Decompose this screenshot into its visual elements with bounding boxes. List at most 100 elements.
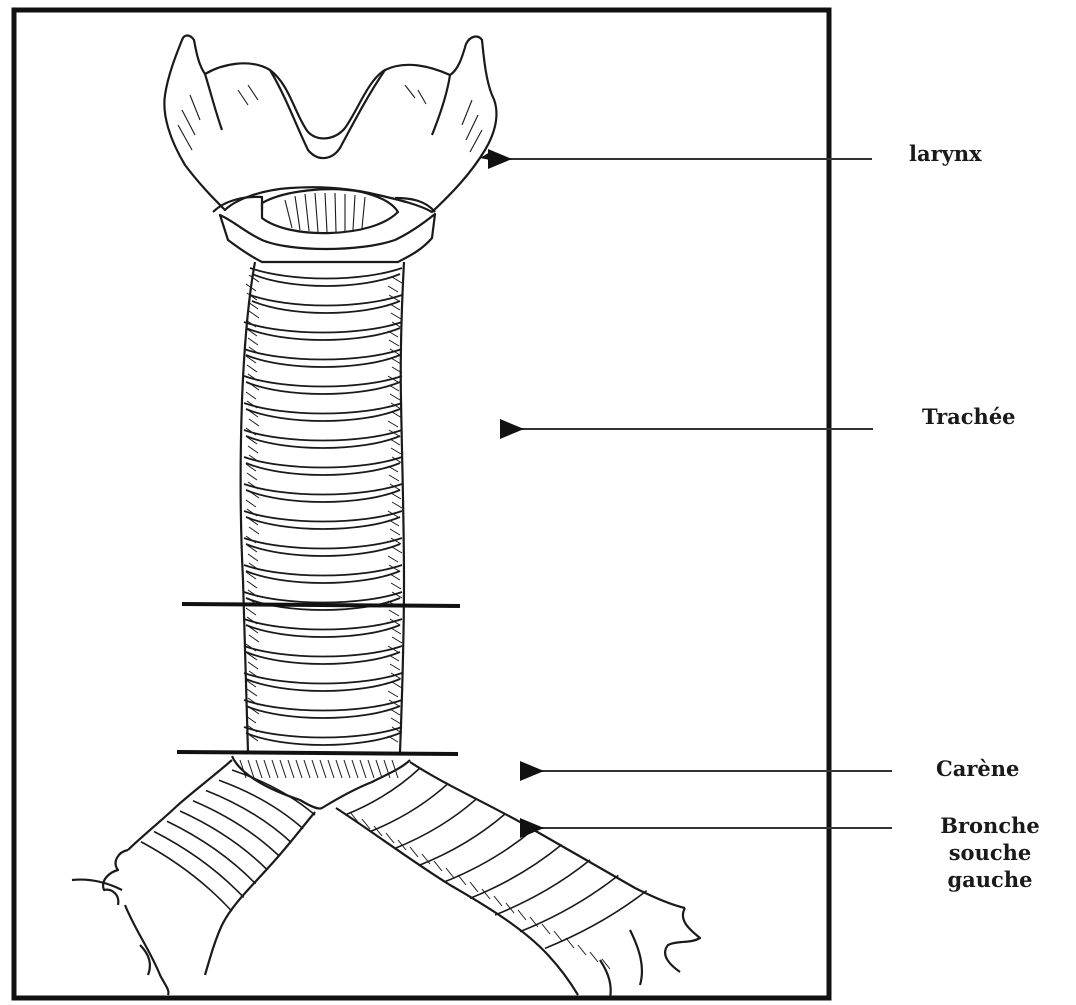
bronchial-ring [545,891,647,949]
tracheal-ring [244,403,402,414]
hatch-stroke [247,689,257,696]
tracheal-ring [244,430,402,441]
hatch-stroke [566,938,574,948]
hatch-stroke [248,338,258,345]
hatch-stroke [390,709,400,715]
hatch-stroke [392,682,402,688]
hatch-stroke [389,655,399,661]
hatch-stroke [388,421,398,427]
bronchial-ring [180,811,268,870]
tracheal-ring-edge [246,409,400,421]
hatch-stroke [248,446,258,453]
larynx-illustration [164,36,496,263]
bronchial-ring [345,768,420,815]
hatch-stroke [391,583,401,589]
hatch-stroke [410,847,418,857]
left-main-bronchus-label: Bronche souche gauche [934,812,1046,893]
hatch-stroke [249,527,259,534]
hatch-stroke [390,574,400,580]
hatch-stroke [386,833,394,843]
hatch-stroke [246,392,256,399]
hatch-stroke [389,340,399,346]
tracheal-ring [244,484,402,495]
hatch-stroke [391,628,401,634]
hatch-stroke [391,718,401,724]
tracheal-ring [244,646,402,657]
bronchial-rings [141,768,647,948]
left-main-bronchus-label-line-1: Bronche [934,812,1046,839]
hatch-stroke [389,385,399,391]
hatch-stroke [368,760,374,778]
tracheal-ring [250,268,402,279]
hatch-stroke [352,760,358,778]
hatch-stroke [390,664,400,670]
hatch-stroke [249,635,259,642]
tracheal-ring [244,322,402,333]
hatch-stroke [392,637,402,643]
tracheal-ring-edge [246,625,400,637]
bronchial-ring [420,814,505,865]
tracheal-ring [244,511,402,522]
hatch-stroke [388,691,398,697]
bronchial-ring [219,780,303,829]
hatch-stroke [518,910,526,920]
upper-section-line [182,604,460,606]
hatch-stroke [390,394,400,400]
hatch-stroke [388,556,398,562]
tracheal-ring [250,295,402,306]
hatch-stroke [458,875,466,885]
hatch-stroke [389,475,399,481]
hatch-stroke [249,419,259,426]
shading-hatching [240,275,610,969]
hatch-stroke [256,760,262,778]
hatch-stroke [392,502,402,508]
hatch-stroke [390,304,400,310]
tracheal-ring [244,592,402,603]
hatch-stroke [446,868,454,878]
left-main-bronchus-label-line-2: souche [934,839,1046,866]
tracheal-ring-edge [246,706,400,718]
hatch-stroke [248,662,258,669]
hatch-stroke [247,365,257,372]
hatch-stroke [392,277,402,283]
hatch-stroke [280,760,286,778]
hatch-stroke [388,466,398,472]
hatch-stroke [390,529,400,535]
hatch-stroke [388,286,398,292]
hatch-stroke [248,554,258,561]
hatch-stroke [590,952,598,962]
carina-label: Carène [936,755,1019,782]
tracheal-ring-edge [246,733,400,745]
hatch-stroke [344,760,350,778]
hatch-stroke [391,493,401,499]
bronchi-illustration [72,756,700,998]
bronchial-ring [167,821,256,884]
larynx-label: larynx [909,140,982,167]
hatch-stroke [247,581,257,588]
hatch-stroke [296,760,302,778]
hatch-stroke [247,473,257,480]
tracheal-ring [244,538,402,549]
tracheal-ring-edge [246,382,400,394]
hatch-stroke [392,547,402,553]
hatch-stroke [388,736,398,742]
hatch-stroke [391,313,401,319]
tracheal-ring [244,376,402,387]
tracheal-ring [244,457,402,468]
lower-section-line [177,752,458,754]
hatch-stroke [434,861,442,871]
tracheal-ring-edge [246,463,400,475]
hatch-stroke [388,331,398,337]
tracheal-ring [244,349,402,360]
hatch-stroke [390,439,400,445]
tracheal-ring-edge [246,490,400,502]
tracheal-rings [244,268,402,745]
hatch-stroke [376,760,382,778]
hatch-stroke [320,760,326,778]
hatch-stroke [246,608,256,615]
hatch-stroke [470,882,478,892]
tracheal-ring-edge [246,436,400,448]
hatch-stroke [249,311,259,318]
hatch-stroke [312,760,318,778]
bronchial-ring [370,783,448,831]
